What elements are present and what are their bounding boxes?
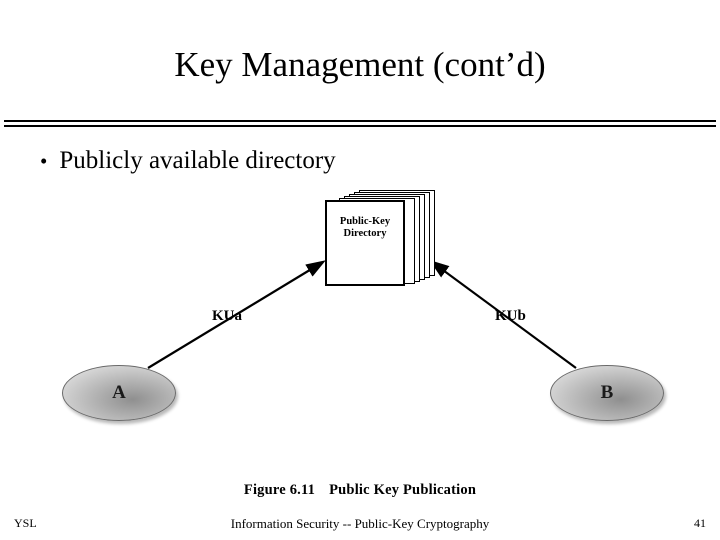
- divider-rule-top: [4, 120, 716, 122]
- figure-public-key-publication: Public-Key Directory KUa KUb A B Figure …: [40, 190, 680, 510]
- bullet-item: • Publicly available directory: [40, 146, 336, 176]
- arrow-a-to-directory: [147, 260, 326, 369]
- key-label-kub: KUb: [495, 308, 526, 324]
- arrow-b-to-directory: [429, 260, 577, 369]
- bullet-item-label: Publicly available directory: [59, 147, 336, 174]
- node-a: A: [62, 365, 176, 421]
- footer-page-number: 41: [694, 516, 706, 530]
- figure-caption: Figure 6.11 Public Key Publication: [40, 482, 680, 499]
- figure-caption-title: Public Key Publication: [329, 482, 477, 498]
- arrow-layer: [147, 260, 577, 369]
- public-key-directory-icon: Public-Key Directory: [325, 190, 435, 290]
- figure-caption-number: Figure 6.11: [243, 482, 316, 498]
- bullet-marker-icon: •: [40, 149, 48, 173]
- node-a-label: A: [112, 382, 126, 403]
- footer-subject: Information Security -- Public-Key Crypt…: [230, 516, 490, 531]
- directory-cover: [325, 200, 405, 286]
- directory-label-line1: Public-Key: [339, 216, 391, 227]
- directory-label-line2: Directory: [343, 228, 387, 239]
- directory-label: Public-Key Directory: [325, 216, 405, 240]
- node-b-label: B: [600, 382, 614, 403]
- node-b: B: [550, 365, 664, 421]
- title-divider: [4, 120, 716, 128]
- divider-rule-bottom: [4, 125, 716, 127]
- key-label-kua: KUa: [212, 308, 242, 324]
- footer-author: YSL: [14, 516, 37, 530]
- page-title: Key Management (cont’d): [174, 45, 546, 84]
